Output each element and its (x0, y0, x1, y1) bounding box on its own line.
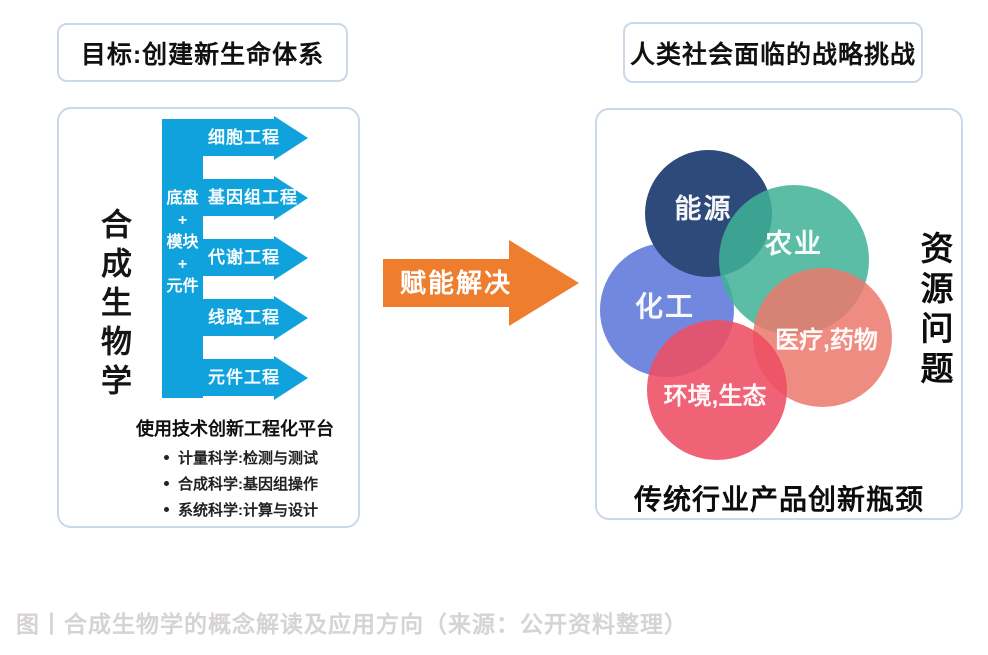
resource-problem-vertical-label: 资源问题 (916, 231, 953, 391)
platform-list: 计量科学:检测与测试 合成科学:基因组操作 系统科学:计算与设计 (150, 444, 350, 522)
platform-title: 使用技术创新工程化平台 (136, 419, 334, 439)
circle-label: 农业 (765, 228, 823, 259)
bar-line-plus: + (177, 212, 188, 229)
list-item: 合成科学:基因组操作 (150, 470, 350, 496)
circle-label: 能源 (674, 194, 733, 224)
circle-label: 化工 (634, 291, 695, 322)
bullet-icon (164, 506, 169, 512)
list-item: 系统科学:计算与设计 (150, 496, 350, 522)
engineering-arrows-group: 细胞工程 基因组工程 代谢工程 线路工程 元件工程 底盘 + 模块 + 元件 (162, 116, 308, 402)
goal-header-box: 目标:创建新生命体系 (57, 23, 348, 82)
arrow-head-icon (274, 236, 308, 280)
arrow-shaft (162, 119, 274, 156)
arrow-head-icon (274, 296, 308, 340)
arrow-circuit-engineering: 线路工程 (162, 296, 308, 340)
arrow-genome-engineering: 基因组工程 (162, 176, 308, 220)
circle-environment: 环境,生态 (647, 320, 787, 460)
list-item: 计量科学:检测与测试 (150, 444, 350, 470)
figure-caption: 图丨合成生物学的概念解读及应用方向（来源：公开资料整理） (16, 611, 688, 637)
arrow-label: 元件工程 (208, 368, 280, 387)
synthetic-biology-vertical-title: 合成生物学 (96, 208, 131, 403)
goal-header-label: 目标:创建新生命体系 (80, 40, 325, 69)
bar-line-plus: + (177, 256, 188, 273)
arrow-label: 代谢工程 (208, 248, 280, 267)
bullet-icon (164, 480, 169, 486)
list-item-label: 合成科学:基因组操作 (178, 475, 318, 493)
arrow-label: 线路工程 (208, 308, 280, 327)
challenge-header-box: 人类社会面临的战略挑战 (623, 22, 923, 83)
circle-label: 环境,生态 (663, 382, 767, 410)
enable-solve-arrow: 赋能解决 (383, 240, 579, 326)
arrow-label: 基因组工程 (208, 188, 298, 207)
arrow-shaft (162, 299, 274, 336)
list-item-label: 计量科学:检测与测试 (178, 449, 318, 467)
arrow-parts-engineering: 元件工程 (162, 356, 308, 400)
bar-line: 底盘 (166, 190, 199, 207)
bar-line: 元件 (166, 278, 199, 295)
bar-line: 模块 (166, 234, 199, 251)
arrow-shaft (162, 359, 274, 396)
enable-solve-label: 赋能解决 (400, 268, 513, 298)
arrow-metabolic-engineering: 代谢工程 (162, 236, 308, 280)
arrow-shaft (383, 259, 510, 307)
arrow-label: 细胞工程 (208, 128, 280, 147)
chassis-module-part-label: 底盘 + 模块 + 元件 (162, 188, 203, 298)
bottleneck-label: 传统行业产品创新瓶颈 (633, 484, 924, 515)
arrow-cell-engineering: 细胞工程 (162, 116, 308, 160)
arrow-head-icon (274, 176, 308, 220)
list-item-label: 系统科学:计算与设计 (178, 501, 318, 519)
arrow-shaft (162, 239, 274, 276)
bullet-icon (164, 454, 169, 460)
arrow-head-icon (274, 116, 308, 160)
arrow-shaft (162, 179, 274, 216)
arrow-head-icon (274, 356, 308, 400)
circle-label: 医疗,药物 (775, 327, 878, 354)
challenge-header-label: 人类社会面临的战略挑战 (629, 40, 916, 69)
arrow-head-icon (509, 240, 579, 326)
